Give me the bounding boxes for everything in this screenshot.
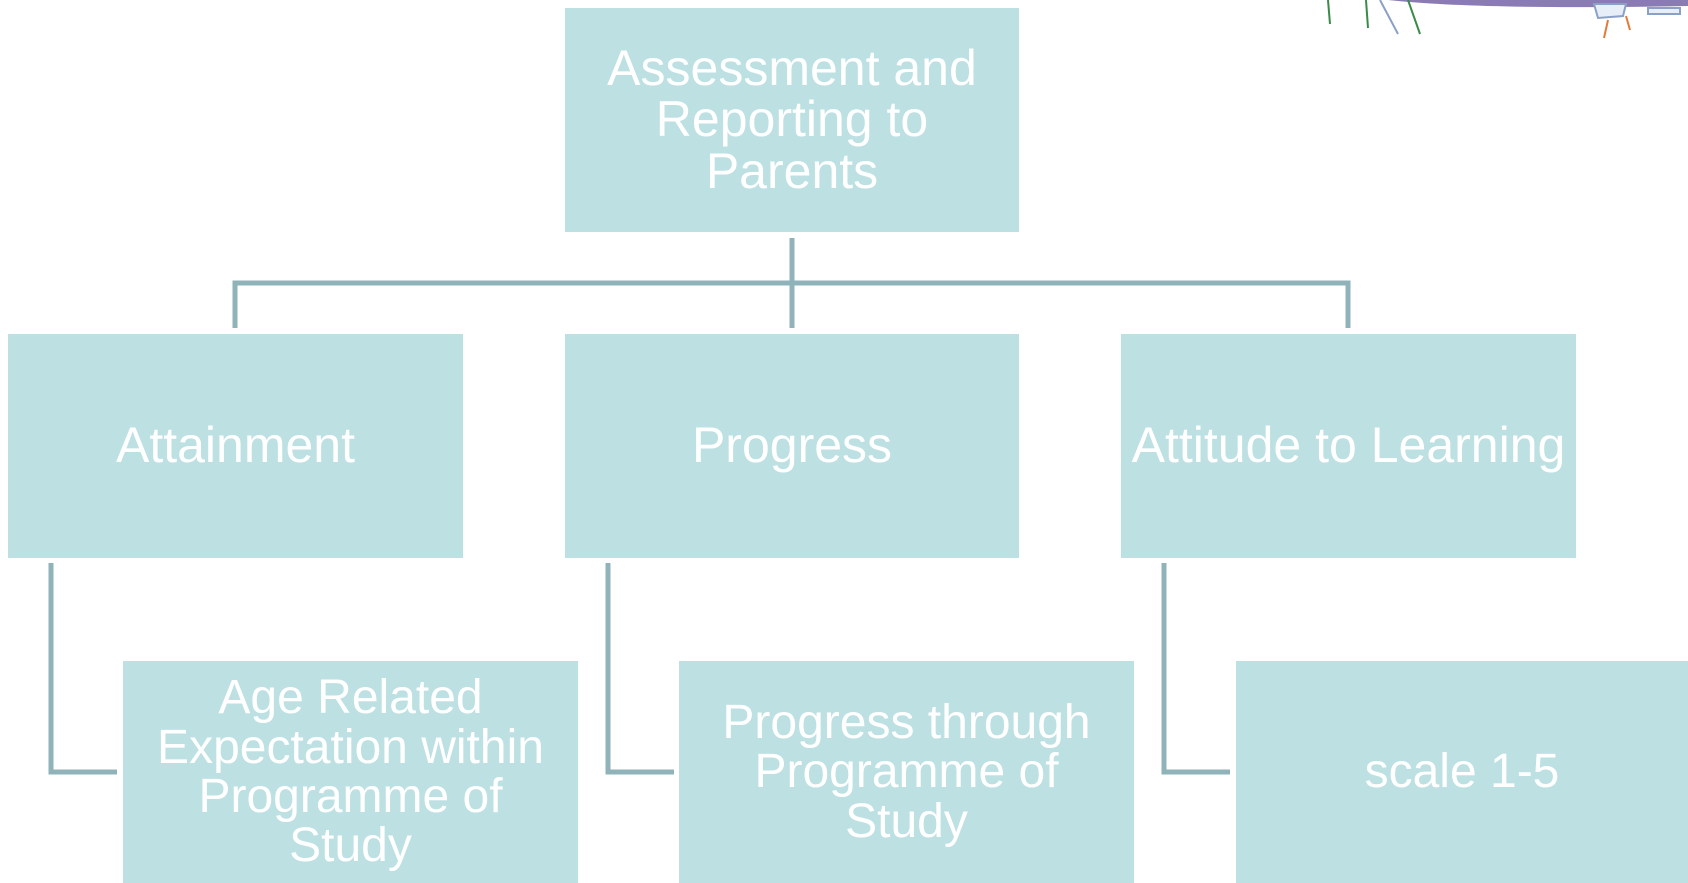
node-progress-through-programme: Progress through Programme of Study xyxy=(679,661,1134,883)
connector-level1-bar xyxy=(232,280,1351,328)
connector-attainment-child xyxy=(48,563,117,775)
connector-progress-child xyxy=(605,563,674,775)
node-label: Attitude to Learning xyxy=(1131,417,1566,474)
node-label: Attainment xyxy=(115,417,355,474)
node-label: Progress xyxy=(691,417,893,474)
node-age-related-expectation: Age Related Expectation within Programme… xyxy=(123,661,578,883)
node-label: scale 1-5 xyxy=(1364,745,1560,799)
node-label: Age Related Expectation within Programme… xyxy=(157,671,544,873)
connector-attitude-child xyxy=(1161,563,1230,775)
decorative-clipart-icon xyxy=(1327,0,1688,39)
node-label: Progress through Programme of Study xyxy=(722,695,1091,848)
node-assessment-and-reporting: Assessment and Reporting to Parents xyxy=(565,8,1019,232)
node-attainment: Attainment xyxy=(8,334,463,558)
node-attitude-to-learning: Attitude to Learning xyxy=(1121,334,1576,558)
node-scale-1-5: scale 1-5 xyxy=(1236,661,1688,883)
node-label: Assessment and Reporting to Parents xyxy=(607,39,977,199)
node-progress: Progress xyxy=(565,334,1019,558)
